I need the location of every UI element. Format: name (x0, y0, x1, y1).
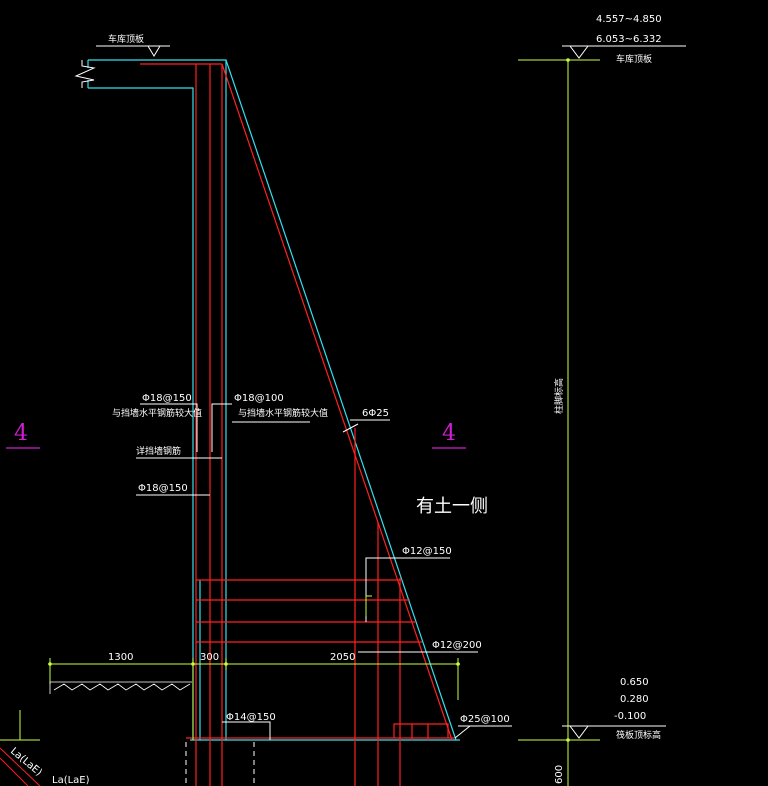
label-dim-600: 600 (554, 765, 565, 784)
label-rebar-3: 详挡墙钢筋 (136, 445, 181, 457)
label-dim-300: 300 (200, 652, 219, 663)
label-elev-bot-1: 0.650 (620, 677, 649, 688)
label-top-left-ref: 车库顶板 (108, 33, 144, 45)
label-dim-2050: 2050 (330, 652, 355, 663)
label-rebar-9: Φ25@100 (460, 714, 510, 725)
label-dim-1300: 1300 (108, 652, 133, 663)
hidden-lines (185, 742, 255, 786)
label-anchor-2: La(LaE) (52, 775, 90, 786)
label-elev-bot-2: 0.280 (620, 694, 649, 705)
label-vertical-dim: 柱脚标高 (553, 378, 565, 414)
rebar-lines (140, 63, 455, 786)
leader-lines (136, 403, 512, 740)
label-soil-side: 有土一侧 (416, 496, 488, 517)
label-bottom-ref: 筏板顶标高 (616, 729, 661, 741)
label-rebar-2: Φ18@100 (234, 393, 284, 404)
section-label-right: 4 (442, 421, 456, 446)
label-right-top-ref: 车库顶板 (616, 53, 652, 65)
label-rebar-4: Φ18@150 (138, 483, 188, 494)
label-elev-top-2: 6.053~6.332 (596, 34, 662, 45)
elevation-markers (96, 45, 686, 739)
label-rebar-1: Φ18@150 (142, 393, 192, 404)
label-anchor-1: La(LaE) (8, 746, 44, 779)
label-elev-bot-3: -0.100 (614, 711, 646, 722)
label-rebar-6: Φ12@150 (402, 546, 452, 557)
break-line-symbol (74, 60, 96, 88)
label-rebar-8: Φ14@150 (226, 712, 276, 723)
section-label-left: 4 (14, 421, 28, 446)
label-rebar-2-note: 与挡墙水平钢筋较大值 (238, 407, 328, 419)
label-rebar-1-note: 与挡墙水平钢筋较大值 (112, 407, 202, 419)
anchorage-marks (0, 747, 41, 786)
soil-hatch (49, 681, 192, 694)
label-rebar-7: Φ12@200 (432, 640, 482, 651)
label-elev-top-1: 4.557~4.850 (596, 14, 662, 25)
dimension-ticks (48, 58, 570, 742)
label-rebar-5: 6Φ25 (362, 408, 389, 419)
dimension-lines (0, 59, 600, 786)
